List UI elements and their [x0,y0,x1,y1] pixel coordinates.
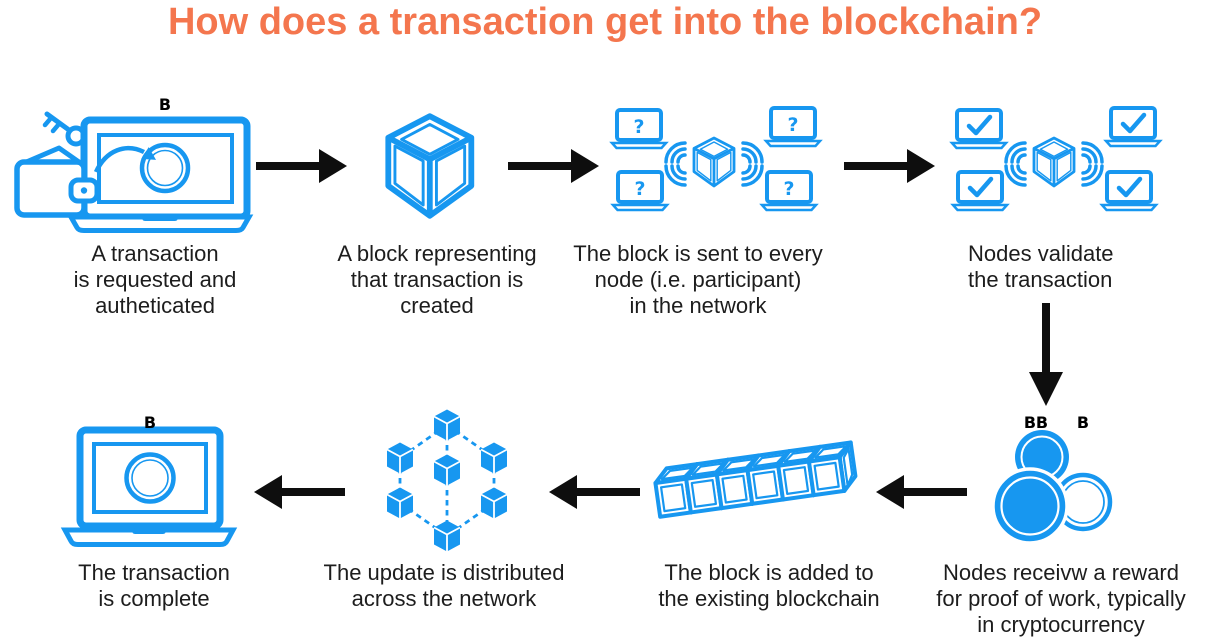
arrow-step1-to-step2 [253,144,349,188]
svg-text:B: B [144,413,156,432]
arrow-step5-to-step6 [874,470,970,514]
step-1-caption: A transaction is requested and authetica… [73,241,237,318]
svg-text:B: B [159,95,171,114]
step-3-caption: The block is sent to every node (i.e. pa… [573,241,823,318]
bitcoin-coins-reward-icon: B B B [991,413,1113,546]
step-5-caption: Nodes receivw a reward for proof of work… [936,560,1186,637]
distributed-network-cubes-icon [383,408,517,554]
nodes-validate-check-icon [950,106,1164,216]
step-6-caption: The block is added to the existing block… [658,560,880,611]
svg-text:B: B [1024,413,1036,432]
svg-text:?: ? [783,178,794,200]
svg-text:B: B [1077,413,1089,432]
block-cube-icon [380,112,480,220]
arrow-step2-to-step3 [505,144,601,188]
arrow-step4-to-step5 [1024,300,1068,410]
blockchain-row-icon [648,414,865,546]
step-7-caption: The update is distributed across the net… [323,560,565,611]
step-2-caption: A block representing that transaction is… [337,241,537,318]
laptop-bitcoin-complete-icon: B [60,413,238,552]
step-8-caption: The transaction is complete [78,560,230,611]
arrow-step7-to-step8 [252,470,348,514]
wallet-key-laptop-bitcoin-icon: B [14,95,254,234]
svg-text:?: ? [633,116,644,138]
broadcast-to-nodes-question-icon: ???? [610,106,824,216]
svg-text:?: ? [634,178,645,200]
svg-text:B: B [1036,413,1048,432]
page-title: How does a transaction get into the bloc… [167,1,1043,43]
arrow-step6-to-step7 [547,470,643,514]
svg-text:?: ? [787,114,798,136]
step-4-caption: Nodes validate the transaction [968,241,1114,292]
arrow-step3-to-step4 [841,144,937,188]
